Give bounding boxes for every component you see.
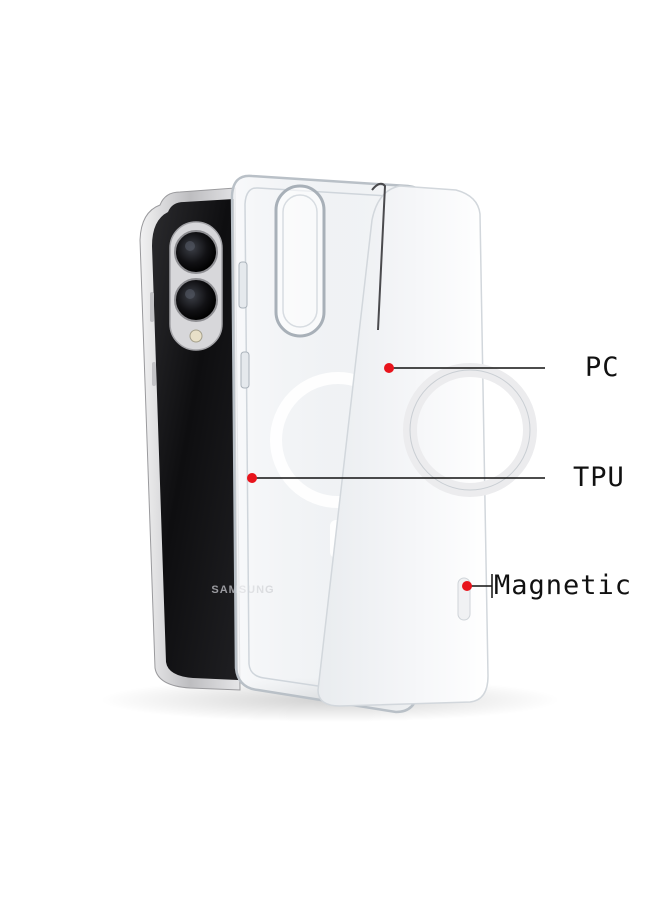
- callout-dot: [247, 473, 257, 483]
- pc-back-plate: [317, 182, 537, 707]
- pc-plate-body: [317, 185, 489, 707]
- camera-lens-icon: [174, 230, 218, 274]
- camera-lens-icon: [174, 278, 218, 322]
- callout-tpu: [247, 473, 545, 483]
- callout-dot: [384, 363, 394, 373]
- callout-magnetic: [462, 574, 493, 598]
- camera-cutout: [274, 184, 326, 338]
- flash-icon: [189, 329, 203, 343]
- callout-label-tpu: TPU: [573, 462, 625, 493]
- phone: SAMSUNG: [139, 187, 274, 691]
- callout-pc: [384, 363, 545, 373]
- camera-module: [169, 221, 223, 351]
- callout-dot: [462, 581, 472, 591]
- callout-label-pc: PC: [585, 352, 620, 383]
- callout-label-magnetic: Magnetic: [494, 570, 633, 601]
